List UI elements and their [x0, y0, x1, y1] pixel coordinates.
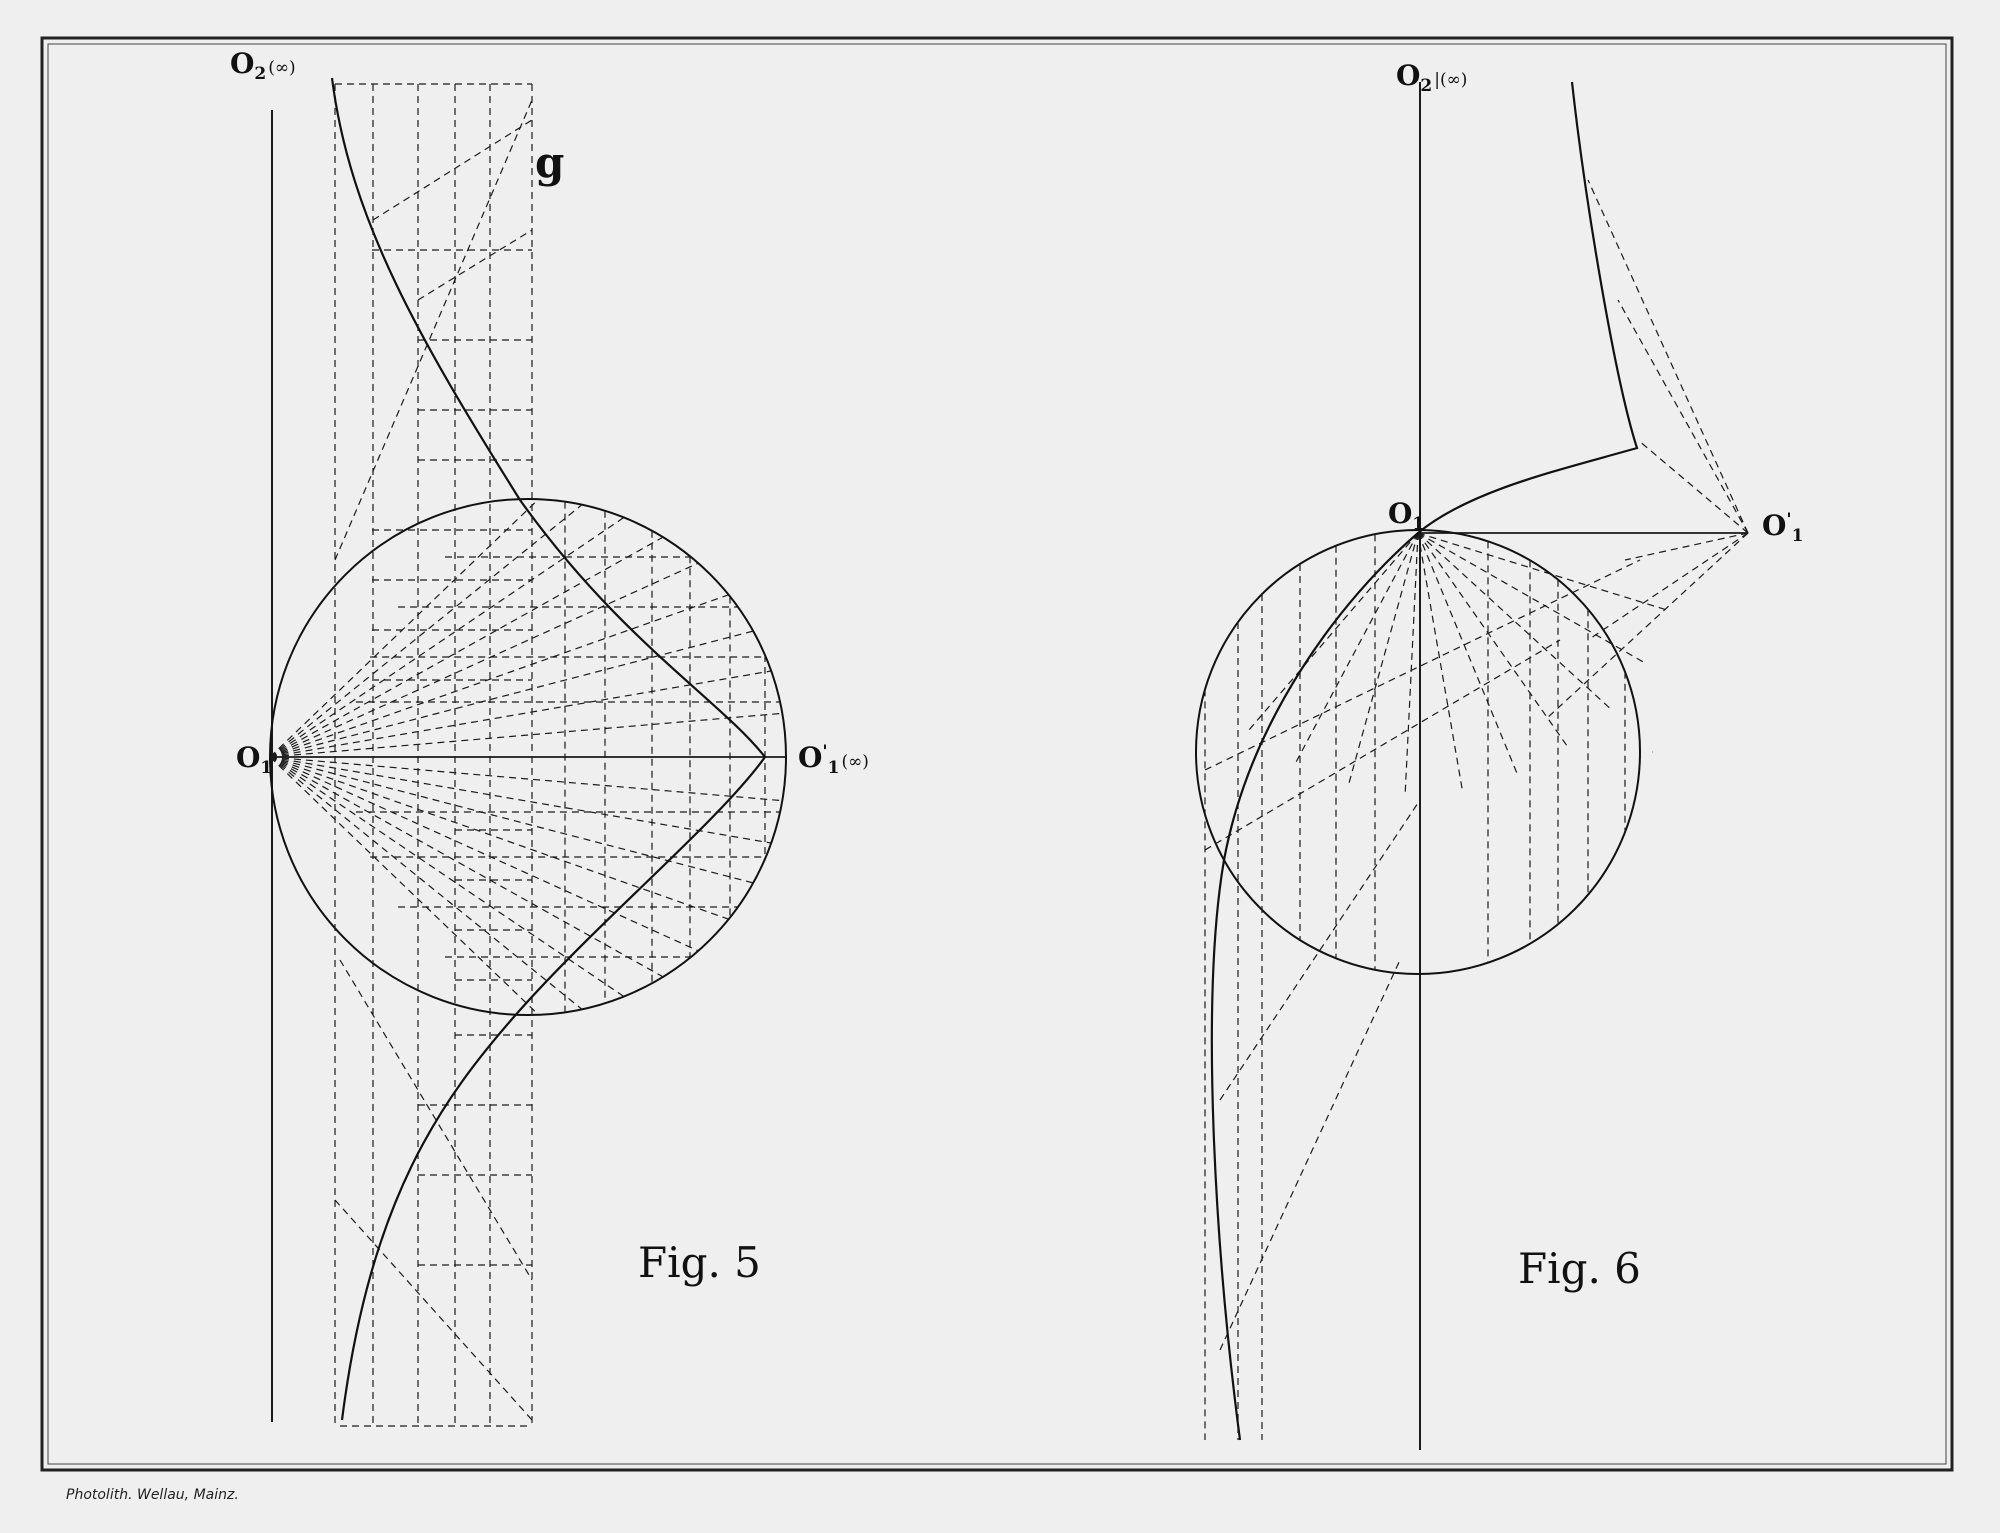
fig5-ray-from-o1 [269, 756, 583, 1010]
fig6-diagonal-construction-line [1204, 559, 1641, 771]
fig5-caption: Fig. 5 [638, 1238, 761, 1287]
fig5-pole-top-label: O2(∞) [230, 47, 296, 84]
fig5-ray-from-o1 [269, 756, 699, 952]
fig5-curve-g [330, 77, 767, 1421]
fig6-ray-from-o1 [1248, 532, 1419, 731]
fig5-ray-from-o1 [269, 630, 754, 758]
fig5-ray-from-o1 [269, 498, 539, 758]
fig5-ray-from-o1 [269, 756, 664, 978]
fig6-ray-from-o1prime [1587, 179, 1749, 534]
fig5-curve-label: g [535, 138, 565, 187]
fig6-ray-from-o1prime [1617, 299, 1749, 534]
fig5-ray-from-o1 [269, 756, 539, 1016]
fig6-ray-from-o1 [1404, 532, 1419, 793]
fig6-center-right-label: O'1 [1762, 509, 1804, 546]
fig5-ray-from-o1 [269, 562, 699, 758]
fig6-center-left-label: O1 [1388, 497, 1425, 534]
fig5-ray-from-o1 [269, 594, 729, 758]
fig6-caption: Fig. 6 [1518, 1244, 1641, 1293]
fig6-ray-from-o1prime [1637, 439, 1749, 534]
fig5-center-right-label: O'1(∞) [798, 741, 869, 778]
fig6-ray-from-o1 [1417, 532, 1568, 747]
fig6-ray-from-o1prime [1587, 532, 1749, 641]
fig6-ray-from-o1prime [1624, 532, 1749, 561]
figure-6 [1195, 81, 1749, 1450]
fig6-ray-from-o1 [1417, 532, 1667, 611]
fig6-circle [1195, 529, 1641, 975]
printer-credit: Photolith. Wellau, Mainz. [66, 1487, 239, 1503]
fig6-ray-from-o1prime [1544, 532, 1749, 721]
fig5-ray-from-o1 [269, 756, 729, 920]
fig5-diagonal-construction-line [417, 229, 533, 301]
fig6-ray-from-o1 [1348, 532, 1419, 784]
fig6-main-curve [1210, 81, 1639, 1441]
fig6-pole-top-label: O2|(∞) [1396, 59, 1468, 96]
plate-border [40, 36, 1954, 1472]
fig6-ray-from-o1 [1417, 532, 1463, 790]
fig5-ray-from-o1 [269, 504, 583, 758]
fig5-diagonal-construction-line [334, 99, 533, 561]
fig6-diagonal-construction-line [1204, 639, 1561, 851]
fig6-ray-from-o1 [1417, 532, 1518, 774]
fig5-ray-from-o1 [269, 756, 772, 844]
fig5-ray-from-o1 [269, 670, 772, 758]
fig5-ray-from-o1 [269, 756, 754, 884]
fig5-ray-from-o1 [269, 756, 783, 802]
fig5-ray-from-o1 [269, 516, 625, 758]
fig5-ray-from-o1 [269, 536, 664, 758]
fig6-diagonal-construction-line [1219, 799, 1421, 1101]
figure-5 [269, 77, 787, 1427]
fig5-center-left-label: O1 [236, 741, 273, 778]
fig5-ray-from-o1 [269, 712, 783, 758]
fig5-diagonal-construction-line [334, 1199, 533, 1421]
fig6-ray-from-o1 [1417, 532, 1644, 663]
fig6-ray-from-o1 [1295, 532, 1419, 763]
fig5-ray-from-o1 [269, 756, 625, 998]
fig6-ray-from-o1 [1417, 532, 1611, 709]
fig5-diagonal-construction-line [372, 119, 533, 221]
fig6-diagonal-construction-line [1219, 959, 1401, 1351]
